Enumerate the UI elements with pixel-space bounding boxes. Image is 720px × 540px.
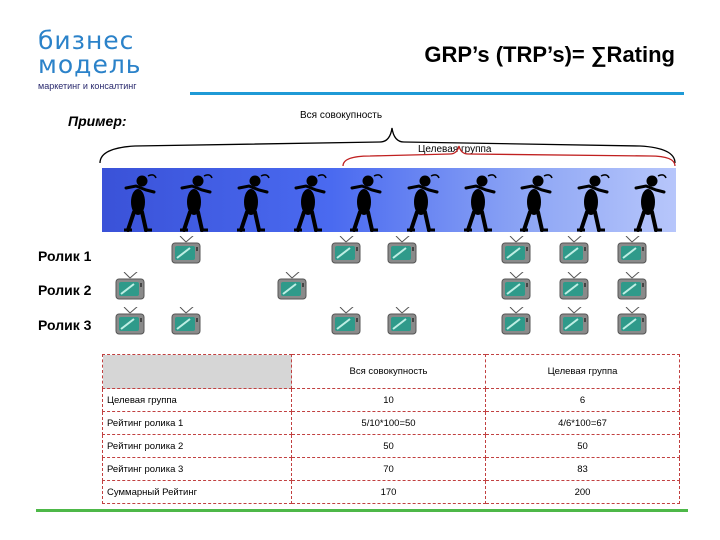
tv-icon xyxy=(501,272,531,300)
tv-icon xyxy=(559,307,589,335)
person-icon xyxy=(237,174,270,232)
row-label-3: Ролик 3 xyxy=(38,317,92,333)
logo-tagline: маркетинг и консалтинг xyxy=(38,81,137,91)
table-row: Рейтинг ролика 2 50 50 xyxy=(102,434,680,458)
table-cell: Рейтинг ролика 3 xyxy=(102,457,292,481)
title-underline xyxy=(190,92,684,95)
table-cell: 6 xyxy=(485,388,680,412)
table-cell: 200 xyxy=(485,480,680,504)
table-cell: Суммарный Рейтинг xyxy=(102,480,292,504)
table-header-target: Целевая группа xyxy=(485,354,680,389)
person-icon xyxy=(180,174,213,232)
tv-icon xyxy=(387,236,417,264)
brace-target xyxy=(342,145,676,167)
tv-icon xyxy=(617,236,647,264)
table-cell: 10 xyxy=(291,388,486,412)
table-cell: 4/6*100=67 xyxy=(485,411,680,435)
example-label: Пример: xyxy=(68,113,127,129)
table-cell: Рейтинг ролика 1 xyxy=(102,411,292,435)
table-row: Рейтинг ролика 3 70 83 xyxy=(102,457,680,481)
rating-table: Вся совокупность Целевая группа Целевая … xyxy=(102,354,680,504)
table-cell: Рейтинг ролика 2 xyxy=(102,434,292,458)
logo-line-1: бизнес xyxy=(38,26,135,55)
brace-all-label: Вся совокупность xyxy=(300,110,383,121)
table-cell: 170 xyxy=(291,480,486,504)
table-header-row: Вся совокупность Целевая группа xyxy=(102,354,680,389)
tv-icon xyxy=(387,307,417,335)
row-label-1: Ролик 1 xyxy=(38,248,92,264)
table-cell: 83 xyxy=(485,457,680,481)
table-cell: 70 xyxy=(291,457,486,481)
table-header-all: Вся совокупность xyxy=(291,354,486,389)
tv-icon xyxy=(115,307,145,335)
population-braces xyxy=(99,127,676,167)
tv-icon xyxy=(501,236,531,264)
person-icon xyxy=(464,174,497,232)
tv-icon xyxy=(501,307,531,335)
tv-icon xyxy=(277,272,307,300)
footer-line xyxy=(36,509,688,512)
brace-all xyxy=(99,127,676,164)
tv-icon xyxy=(617,307,647,335)
person-icon xyxy=(350,174,383,232)
table-header-empty xyxy=(102,354,292,389)
table-cell: 50 xyxy=(485,434,680,458)
table-row: Целевая группа 10 6 xyxy=(102,388,680,412)
tv-icon xyxy=(617,272,647,300)
row-label-2: Ролик 2 xyxy=(38,282,92,298)
person-icon xyxy=(294,174,327,232)
tv-icon xyxy=(331,236,361,264)
person-icon xyxy=(577,174,610,232)
tv-icon xyxy=(559,236,589,264)
brace-target-label: Целевая группа xyxy=(418,144,492,155)
person-icon xyxy=(520,174,553,232)
tv-icon xyxy=(171,307,201,335)
person-icon xyxy=(634,174,667,232)
person-icon xyxy=(407,174,440,232)
tv-icon xyxy=(559,272,589,300)
table-cell: 5/10*100=50 xyxy=(291,411,486,435)
tv-icon xyxy=(171,236,201,264)
logo-line-2: модель xyxy=(38,50,142,79)
table-cell: Целевая группа xyxy=(102,388,292,412)
person-icon xyxy=(124,174,157,232)
slide-title: GRP’s (TRP’s)= ∑Rating xyxy=(424,42,675,67)
table-row: Суммарный Рейтинг 170 200 xyxy=(102,480,680,504)
tv-icon xyxy=(331,307,361,335)
table-cell: 50 xyxy=(291,434,486,458)
tv-icon xyxy=(115,272,145,300)
table-row: Рейтинг ролика 1 5/10*100=50 4/6*100=67 xyxy=(102,411,680,435)
